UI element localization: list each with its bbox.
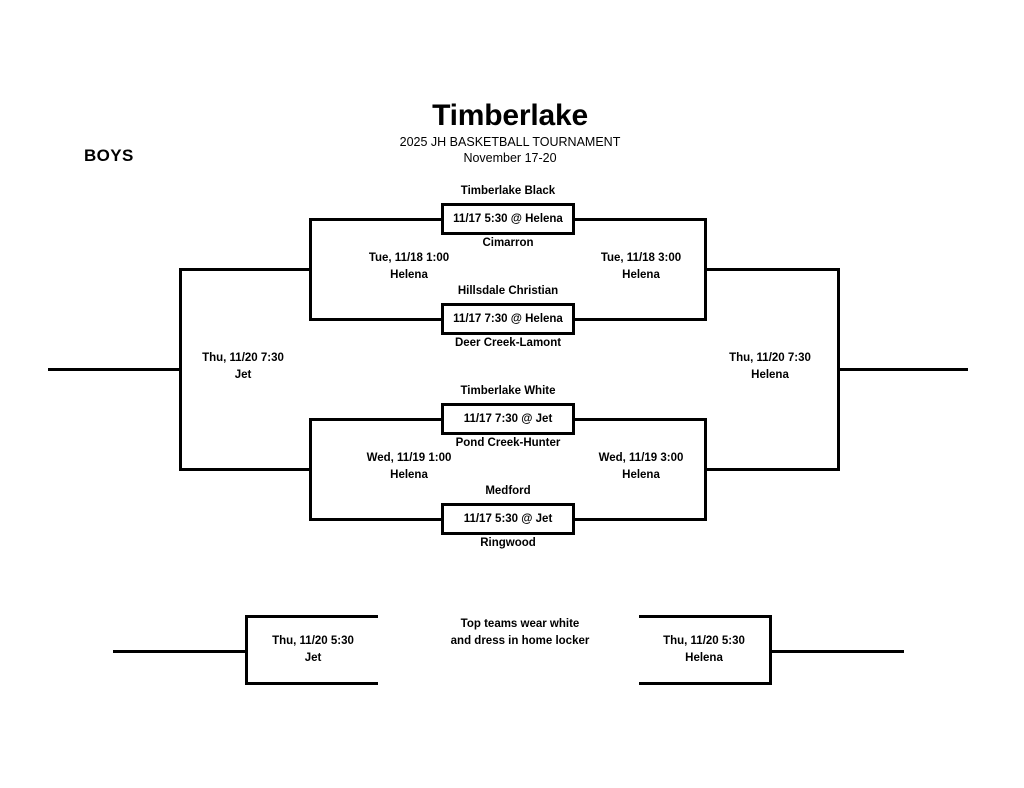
final-right-top-line — [704, 268, 840, 271]
game-4-top-team: Medford — [485, 485, 531, 497]
game-3-top-team: Timberlake White — [460, 385, 556, 397]
champion-line-right — [837, 368, 968, 371]
semi-upper-left-top-line — [309, 218, 411, 221]
game-2-time: 11/17 7:30 @ Helena — [453, 313, 563, 325]
game-3[interactable]: Timberlake White 11/17 7:30 @ Jet Pond C… — [441, 385, 575, 449]
final-right-datetime: Thu, 11/20 7:30 — [729, 352, 811, 364]
uniform-note-line-1: Top teams wear white — [460, 618, 580, 630]
feed-line-game-4-in — [408, 518, 444, 521]
feed-line-game-4-out — [573, 518, 707, 521]
semi-lower-left-bottom-line — [309, 518, 411, 521]
tournament-dates: November 17-20 — [463, 151, 557, 166]
semi-upper-left-location: Helena — [390, 268, 428, 281]
semi-upper-right-location: Helena — [622, 268, 660, 281]
consolation-left-datetime: Thu, 11/20 5:30 — [272, 635, 354, 648]
game-3-bottom-team: Pond Creek-Hunter — [455, 437, 561, 449]
champion-line-left — [48, 368, 182, 371]
semi-lower-left-top-line — [309, 418, 411, 421]
game-4-box[interactable]: 11/17 5:30 @ Jet — [441, 503, 575, 535]
final-right-location: Helena — [751, 368, 789, 381]
consolation-right-datetime: Thu, 11/20 5:30 — [663, 635, 745, 648]
game-1-time: 11/17 5:30 @ Helena — [453, 213, 563, 225]
game-4-bottom-team: Ringwood — [480, 537, 536, 549]
uniform-note: Top teams wear white and dress in home l… — [420, 616, 620, 649]
final-left-datetime: Thu, 11/20 7:30 — [202, 352, 284, 364]
semi-lower-left-datetime: Wed, 11/19 1:00 — [366, 452, 452, 464]
feed-line-game-1-out — [573, 218, 707, 221]
semi-lower-left-label[interactable]: Wed, 11/19 1:00 Helena — [314, 450, 504, 483]
page-title: Timberlake — [432, 99, 588, 132]
game-4[interactable]: Medford 11/17 5:30 @ Jet Ringwood — [441, 485, 575, 549]
final-right-bottom-line — [704, 468, 840, 471]
semi-lower-right-datetime: Wed, 11/19 3:00 — [598, 452, 684, 464]
consolation-right-feed-line — [771, 650, 904, 653]
game-3-box[interactable]: 11/17 7:30 @ Jet — [441, 403, 575, 435]
game-1[interactable]: Timberlake Black 11/17 5:30 @ Helena Cim… — [441, 185, 575, 249]
feed-line-game-2-out — [573, 318, 707, 321]
consolation-left-location: Jet — [304, 652, 322, 664]
game-2-bottom-team: Deer Creek-Lamont — [454, 337, 562, 349]
consolation-left-feed-line — [113, 650, 247, 653]
consolation-right-location: Helena — [685, 652, 723, 664]
final-left-bottom-line — [179, 468, 312, 471]
semi-lower-left-location: Helena — [390, 468, 428, 481]
game-1-box[interactable]: 11/17 5:30 @ Helena — [441, 203, 575, 235]
semi-lower-right-label[interactable]: Wed, 11/19 3:00 Helena — [546, 450, 736, 483]
semi-lower-right-location: Helena — [622, 468, 660, 481]
final-left-location: Jet — [234, 368, 252, 381]
game-3-time: 11/17 7:30 @ Jet — [463, 413, 553, 425]
consolation-right[interactable]: Thu, 11/20 5:30 Helena — [639, 615, 772, 685]
game-1-top-team: Timberlake Black — [460, 185, 556, 197]
game-4-time: 11/17 5:30 @ Jet — [463, 513, 553, 525]
semi-upper-right-datetime: Tue, 11/18 3:00 — [600, 252, 682, 264]
game-2-top-team: Hillsdale Christian — [457, 285, 559, 297]
semi-upper-left-label[interactable]: Tue, 11/18 1:00 Helena — [314, 250, 504, 283]
semi-upper-left-bottom-line — [309, 318, 411, 321]
final-left-label[interactable]: Thu, 11/20 7:30 Jet — [148, 350, 338, 383]
semi-upper-right-label[interactable]: Tue, 11/18 3:00 Helena — [546, 250, 736, 283]
game-2[interactable]: Hillsdale Christian 11/17 7:30 @ Helena … — [441, 285, 575, 349]
division-label: BOYS — [84, 146, 134, 165]
consolation-left[interactable]: Thu, 11/20 5:30 Jet — [245, 615, 378, 685]
game-2-box[interactable]: 11/17 7:30 @ Helena — [441, 303, 575, 335]
final-left-top-line — [179, 268, 312, 271]
uniform-note-line-2: and dress in home locker — [450, 634, 590, 647]
feed-line-game-2-in — [408, 318, 444, 321]
feed-line-game-1-in — [408, 218, 444, 221]
feed-line-game-3-in — [408, 418, 444, 421]
title-block: Timberlake 2025 JH BASKETBALL TOURNAMENT… — [310, 100, 710, 167]
semi-upper-left-datetime: Tue, 11/18 1:00 — [368, 252, 450, 264]
final-right-label[interactable]: Thu, 11/20 7:30 Helena — [675, 350, 865, 383]
tournament-subtitle: 2025 JH BASKETBALL TOURNAMENT — [399, 135, 621, 150]
game-1-bottom-team: Cimarron — [482, 237, 534, 249]
feed-line-game-3-out — [573, 418, 707, 421]
